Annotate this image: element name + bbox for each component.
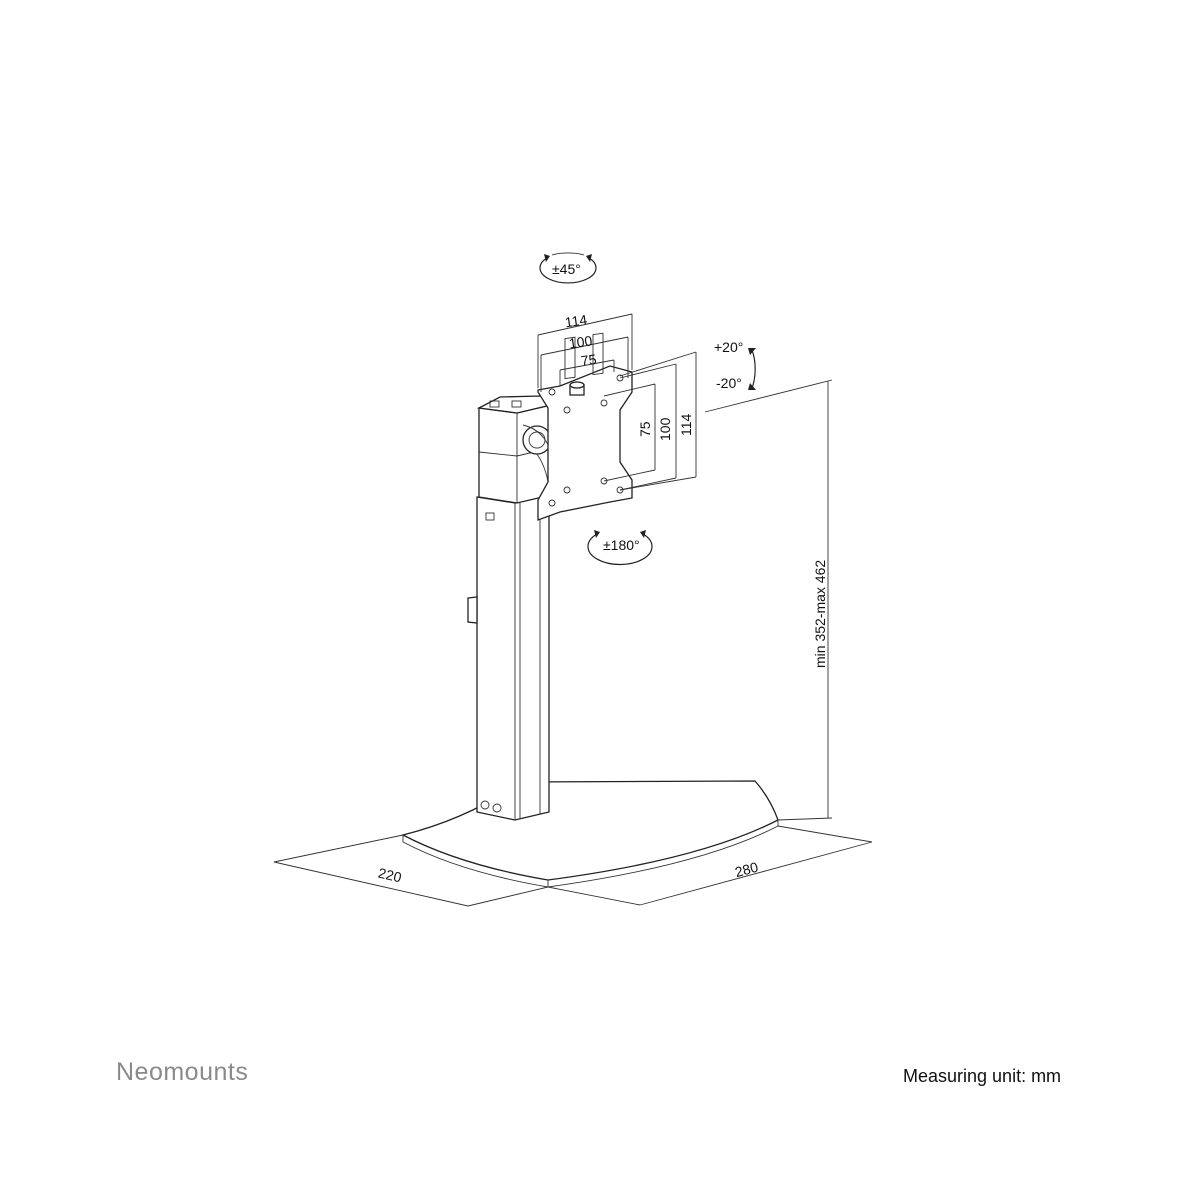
vesa-horizontal-dimensions: [537, 313, 633, 392]
tilt-up-label: +20°: [714, 339, 743, 355]
base-width-dimension: [547, 825, 873, 906]
vesa-v-75-label: 75: [637, 421, 653, 437]
swivel-label: ±45°: [552, 261, 581, 277]
tilt-joint: [522, 424, 553, 497]
rotate-label: ±180°: [603, 537, 640, 553]
vesa-v-100-label: 100: [657, 417, 673, 441]
vesa-v-114-label: 114: [678, 413, 694, 436]
vesa-h-114-label: 114: [564, 311, 589, 330]
height-range-label: min 352-max 462: [812, 560, 828, 668]
base-depth-label: 220: [377, 865, 404, 886]
column: [467, 395, 553, 821]
vesa-h-75-label: 75: [580, 351, 598, 369]
tilt-rotation-icon: [748, 348, 756, 390]
vesa-vertical-dimensions: [603, 351, 697, 491]
rotate-rotation-icon: [587, 530, 653, 566]
tilt-down-label: -20°: [716, 375, 742, 391]
swivel-rotation-icon: [539, 252, 597, 284]
base-plate: [401, 780, 779, 888]
measuring-unit-note: Measuring unit: mm: [903, 1066, 1062, 1086]
base-width-label: 280: [733, 859, 760, 881]
vesa-plate: [537, 332, 633, 521]
brand-logo: Neomounts: [116, 1058, 249, 1086]
height-dimension: [704, 379, 833, 821]
base-depth-dimension: [273, 834, 549, 907]
vesa-h-100-label: 100: [568, 332, 594, 351]
